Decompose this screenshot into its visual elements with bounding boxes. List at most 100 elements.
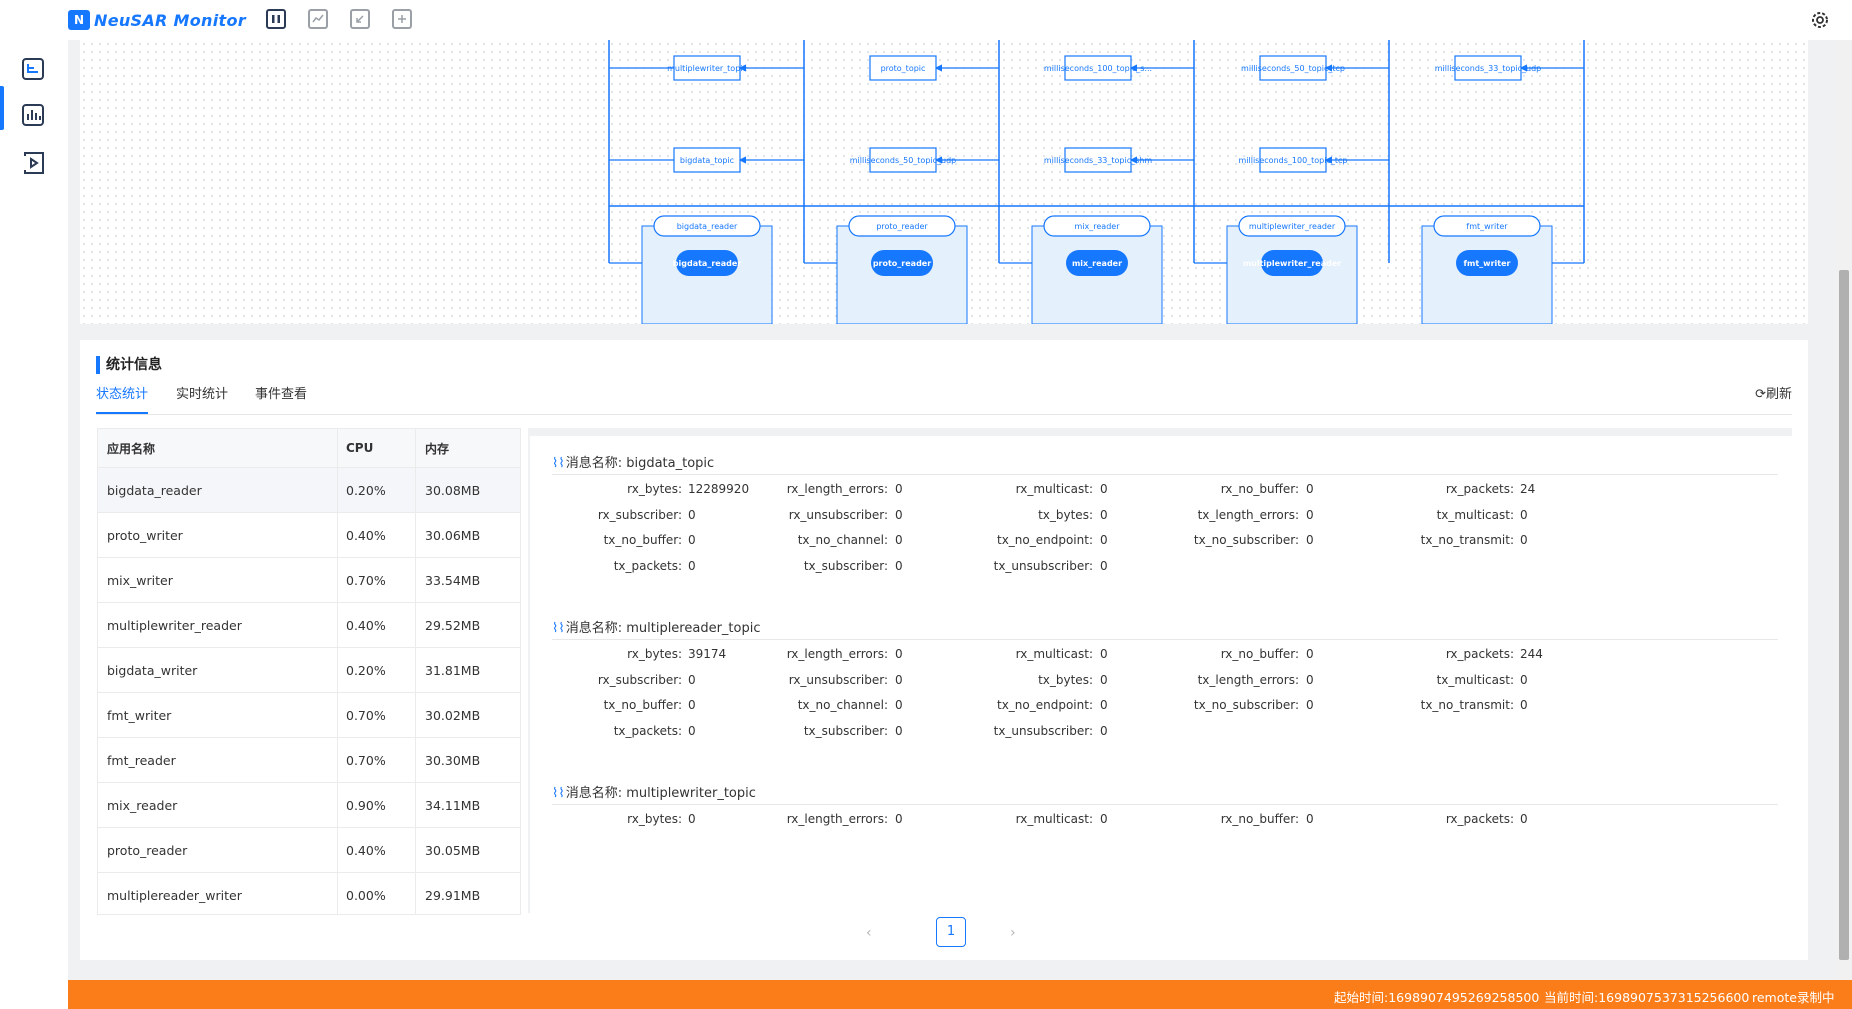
monitor-icon[interactable] (308, 9, 328, 29)
stat-label: rx_unsubscriber: (788, 507, 888, 522)
stat-value: 0 (1100, 698, 1108, 712)
next-page-icon[interactable]: › (1010, 925, 1016, 941)
stat-value: 39174 (688, 647, 727, 661)
status-bar: 起始时间:1698907495269258500 当前时间:1698907537… (68, 980, 1852, 1009)
prev-page-icon[interactable]: ‹ (866, 925, 872, 941)
stat-label: tx_subscriber: (803, 723, 888, 738)
header-memory[interactable]: 内存 (425, 441, 450, 456)
refresh-button[interactable]: ⟳刷新 (1755, 384, 1792, 406)
stat-value: 0 (1100, 558, 1108, 573)
page-scrollbar[interactable] (1836, 40, 1852, 980)
topic-icon: ⌇⌇ (552, 456, 565, 471)
app-title: NeuSAR Monitor (94, 10, 246, 30)
stat-value: 0 (1520, 533, 1528, 547)
app-logo: N NeuSAR Monitor (68, 8, 246, 32)
cell-memory: 34.11MB (425, 797, 481, 813)
undo-icon[interactable] (350, 9, 370, 29)
stat-value: 0 (1100, 812, 1108, 826)
topic-node-multiplewriter_topic[interactable]: multiplewriter_topic (667, 64, 747, 73)
stat-label: rx_bytes: (627, 647, 682, 661)
topic-name: multiplewriter_topic (626, 786, 756, 801)
cell-cpu: 0.70% (338, 738, 416, 782)
topology-icon[interactable] (20, 56, 46, 82)
app-node-mix_reader[interactable]: mix_reader (1072, 259, 1122, 268)
stat-value: 0 (1520, 812, 1528, 826)
app-node-fmt_writer[interactable]: fmt_writer (1464, 259, 1511, 268)
topic-node-milliseconds_50_topic_tcp[interactable]: milliseconds_50_topic_tcp (1241, 64, 1345, 73)
stat-value: 0 (688, 558, 696, 573)
app-node-multiplewriter_reader[interactable]: multiplewriter_reader (1243, 259, 1341, 268)
topic-node-milliseconds_100_topic_s[interactable]: milliseconds_100_topic_s... (1044, 64, 1152, 73)
stat-value: 0 (688, 672, 696, 687)
tab-status-stats[interactable]: 状态统计 (96, 384, 149, 414)
stat-value: 0 (1306, 647, 1314, 661)
tab-event-view[interactable]: 事件查看 (255, 387, 308, 402)
stat-value: 0 (1306, 698, 1314, 712)
topic-node-proto_topic[interactable]: proto_topic (881, 64, 926, 73)
cell-memory: 31.81MB (425, 662, 481, 678)
topic-node-milliseconds_33_topic_shm[interactable]: milliseconds_33_topic_shm (1044, 156, 1153, 165)
cell-cpu: 0.20% (338, 468, 416, 512)
add-icon[interactable] (392, 9, 412, 29)
playback-icon[interactable] (20, 150, 46, 176)
stat-value: 0 (688, 533, 696, 547)
scrollbar-thumb[interactable] (1839, 270, 1849, 960)
stat-label: tx_bytes: (1038, 507, 1093, 522)
stat-label: rx_subscriber: (597, 507, 682, 522)
pause-icon[interactable] (266, 9, 286, 29)
stat-label: tx_no_buffer: (603, 698, 682, 712)
start-time: 起始时间:1698907495269258500 (1334, 990, 1540, 1005)
stat-value: 0 (1306, 533, 1314, 547)
stat-label: tx_multicast: (1436, 672, 1514, 687)
cell-cpu: 0.20% (338, 648, 416, 692)
stat-value: 0 (895, 507, 903, 522)
topic-node-milliseconds_100_topic_tcp[interactable]: milliseconds_100_topic_tcp (1239, 156, 1348, 165)
stat-label: rx_packets: (1445, 647, 1514, 661)
topic-prefix: 消息名称: (565, 786, 627, 801)
stat-label: tx_multicast: (1436, 507, 1514, 522)
page-1-button[interactable]: 1 (936, 917, 966, 947)
app-node-bigdata_reader[interactable]: bigdata_reader (673, 259, 741, 268)
group-label-fmt_writer: fmt_writer (1466, 222, 1508, 231)
cell-app-name: multiplewriter_reader (98, 603, 338, 647)
stat-label: tx_no_transmit: (1420, 533, 1514, 547)
cell-memory: 33.54MB (425, 572, 481, 588)
topology-canvas[interactable]: multiplewriter_topic proto_topic millise… (80, 40, 1808, 325)
recording-status: remote录制中 (1752, 990, 1835, 1005)
stat-label: rx_no_buffer: (1220, 647, 1299, 661)
topic-header: ⌇⌇消息名称: bigdata_topic (552, 452, 1778, 475)
chart-icon[interactable] (20, 102, 46, 128)
topic-node-milliseconds_50_topic_udp[interactable]: milliseconds_50_topic_udp (850, 156, 957, 165)
header-app-name[interactable]: 应用名称 (98, 429, 338, 467)
tab-realtime-stats[interactable]: 实时统计 (176, 387, 229, 402)
stat-value: 0 (1100, 672, 1108, 687)
cell-memory: 30.05MB (425, 842, 481, 858)
topology-diagram: multiplewriter_topic proto_topic millise… (608, 40, 1585, 325)
header-cpu[interactable]: CPU (338, 429, 416, 467)
stat-label: tx_packets: (613, 558, 682, 573)
stat-label: tx_no_channel: (797, 698, 888, 712)
stat-value: 0 (895, 533, 903, 547)
gear-icon[interactable] (1808, 8, 1832, 32)
app-node-proto_reader[interactable]: proto_reader (873, 259, 931, 268)
stat-value: 0 (1520, 698, 1528, 712)
topic-node-milliseconds_33_topic_udp[interactable]: milliseconds_33_topic_udp (1435, 64, 1542, 73)
topic-node-bigdata_topic[interactable]: bigdata_topic (680, 156, 734, 165)
stat-label: rx_multicast: (1015, 482, 1093, 496)
sidebar (0, 40, 68, 1009)
cell-cpu: 0.40% (338, 828, 416, 872)
cell-cpu: 0.40% (338, 603, 416, 647)
stats-panel: 统计信息 状态统计 实时统计 事件查看 ⟳刷新 应用名称 CPU 内存 bigd… (80, 340, 1808, 960)
